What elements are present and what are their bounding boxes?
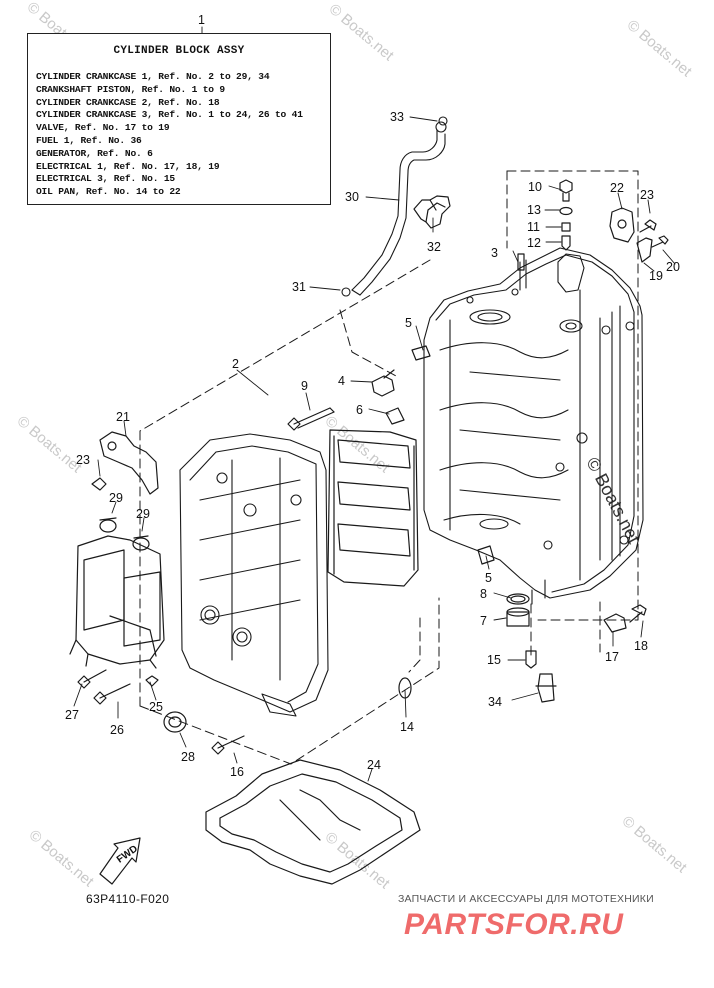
part-17-18	[603, 604, 647, 633]
callout-27: 27	[65, 708, 79, 722]
callout-10: 10	[528, 180, 542, 194]
callout-6: 6	[356, 403, 363, 417]
assembly-ref-line: VALVE, Ref. No. 17 to 19	[36, 122, 170, 134]
callout-9: 9	[301, 379, 308, 393]
callout-29: 29	[109, 491, 123, 505]
part-22-bracket	[609, 207, 669, 263]
crankcase-left	[179, 433, 329, 717]
callout-32: 32	[427, 240, 441, 254]
callout-23b: 23	[76, 453, 90, 467]
assembly-ref-line: CYLINDER CRANKCASE 1, Ref. No. 2 to 29, …	[36, 71, 270, 82]
callout-7: 7	[480, 614, 487, 628]
assembly-ref-line: OIL PAN, Ref. No. 14 to 22	[36, 186, 181, 198]
diagram-code: 63P4110-F020	[86, 892, 170, 906]
assembly-ref-line: GENERATOR, Ref. No. 6	[36, 147, 153, 159]
callout-2: 2	[232, 357, 239, 371]
assembly-ref-line: ELECTRICAL 3, Ref. No. 15	[36, 173, 175, 185]
callout-34: 34	[488, 695, 502, 709]
callout-14: 14	[400, 720, 414, 734]
assembly-ref-line: CYLINDER CRANKCASE 3, Ref. No. 1 to 24, …	[36, 109, 303, 121]
callout-19: 19	[649, 269, 663, 283]
part-32-clamp	[413, 195, 451, 229]
callout-labels: 1 2 3 4 5 5 6 7 8 9 10 11 12 13 14 15 16…	[65, 13, 680, 779]
part-9-bolt	[287, 407, 335, 431]
callout-21: 21	[116, 410, 130, 424]
callout-11: 11	[527, 220, 540, 234]
callout-30: 30	[345, 190, 359, 204]
callout-20: 20	[666, 260, 680, 274]
callout-17: 17	[605, 650, 619, 664]
part-30-hose	[341, 116, 448, 297]
assembly-ref-list: CYLINDER CRANKCASE 1, Ref. No. 2 to 29, …	[36, 71, 303, 199]
assembly-ref-line: ELECTRICAL 1, Ref. No. 17, 18, 19	[36, 160, 220, 172]
callout-15: 15	[487, 653, 501, 667]
assembly-ref-line: CYLINDER CRANKCASE 2, Ref. No. 18	[36, 96, 220, 108]
callout-4: 4	[338, 374, 345, 388]
brand-subtitle: ЗАПЧАСТИ И АКСЕССУАРЫ ДЛЯ МОТОТЕХНИКИ	[398, 893, 654, 905]
assembly-info-box: CYLINDER BLOCK ASSY CYLINDER CRANKCASE 1…	[27, 33, 331, 205]
callout-33: 33	[390, 110, 404, 124]
callout-31: 31	[292, 280, 306, 294]
fwd-arrow-icon	[99, 837, 141, 885]
callout-23: 23	[640, 188, 654, 202]
callout-22: 22	[610, 181, 624, 195]
callout-12: 12	[527, 236, 541, 250]
assembly-ref-line: FUEL 1, Ref. No. 36	[36, 134, 142, 146]
callout-24: 24	[367, 758, 381, 772]
bolts-16-26-27-28	[77, 669, 245, 755]
callout-18: 18	[634, 639, 648, 653]
assembly-title: CYLINDER BLOCK ASSY	[113, 45, 245, 57]
part-24-gasket	[205, 759, 421, 885]
part-4-6-small-parts	[371, 345, 495, 565]
assembly-ref-line: CRANKSHAFT PISTON, Ref. No. 1 to 9	[36, 83, 225, 95]
callout-25: 25	[149, 700, 163, 714]
brand-logo: PARTSFOR.RU	[404, 908, 624, 941]
callout-13: 13	[527, 203, 541, 217]
callout-29b: 29	[136, 507, 150, 521]
callout-5: 5	[405, 316, 412, 330]
left-electrical-modules	[69, 517, 165, 669]
middle-gasket-plate	[327, 429, 419, 587]
part-21-bracket	[91, 431, 159, 495]
callout-26: 26	[110, 723, 124, 737]
part-7-8-14-15-34	[398, 593, 557, 703]
callout-1: 1	[198, 13, 205, 27]
part-10-13-fasteners	[517, 179, 573, 271]
cylinder-block	[423, 247, 644, 605]
callout-3: 3	[491, 246, 498, 260]
callout-5b: 5	[485, 571, 492, 585]
callout-28: 28	[181, 750, 195, 764]
callout-8: 8	[480, 587, 487, 601]
callout-16: 16	[230, 765, 244, 779]
